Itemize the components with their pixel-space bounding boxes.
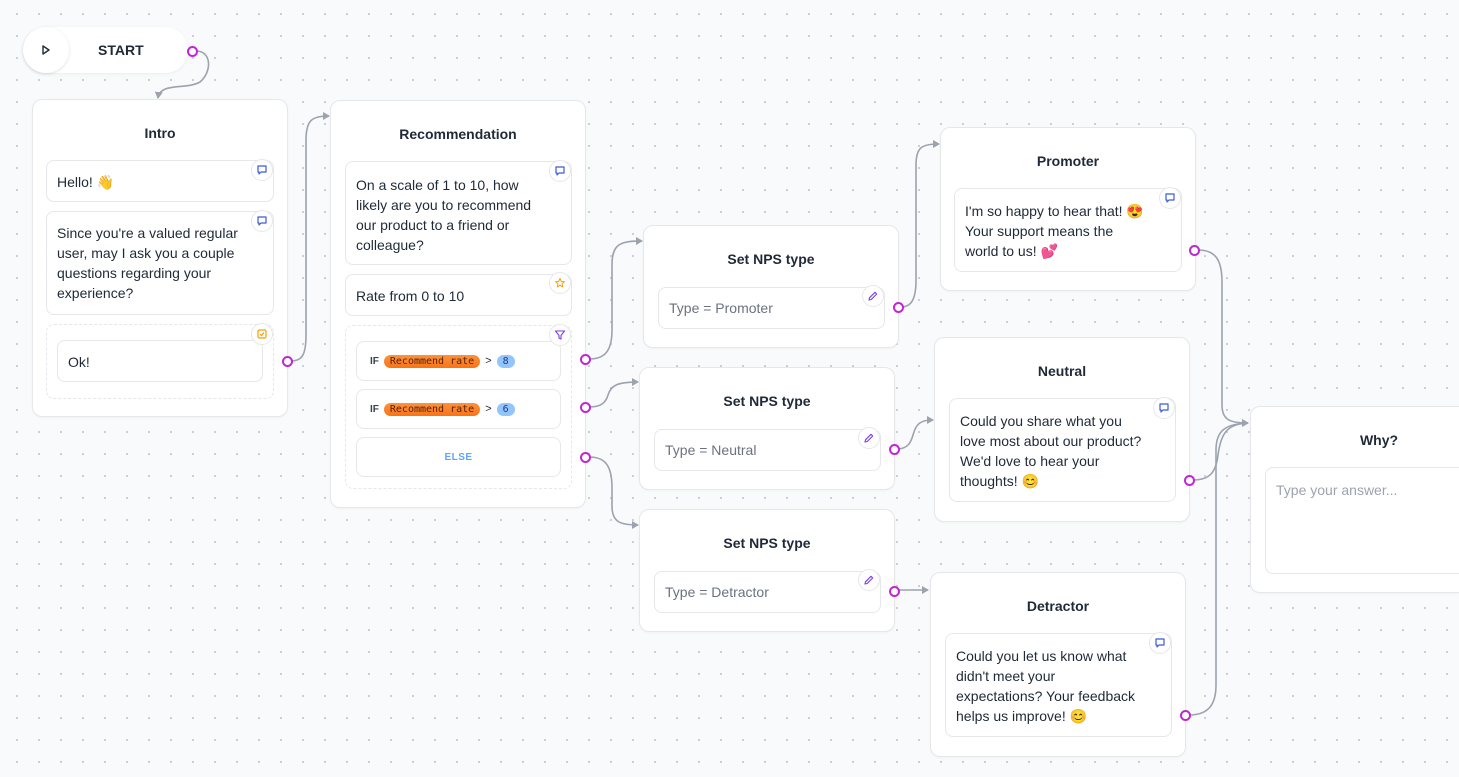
why-title: Why? [1359,432,1399,448]
set-variable-detractor[interactable]: Type = Detractor [654,571,881,613]
intro-text-bubble-question[interactable]: Since you're a valued regular user, may … [46,211,274,315]
edge-promoter-why [1197,249,1249,427]
edge-cond1-promoter-set [588,237,643,360]
neutral-title: Neutral [1037,363,1087,379]
condition-keyword: IF [370,355,379,367]
set-nps-title: Set NPS type [723,535,811,551]
edge-promoter-set-promoter [900,140,940,308]
start-node[interactable]: START [23,27,188,73]
neutral-group[interactable]: Neutral Could you share what you love mo… [934,337,1190,522]
star-icon [549,272,571,294]
pencil-icon [858,569,880,591]
condition-1-output-port[interactable] [580,354,591,365]
neutral-text-bubble[interactable]: Could you share what you love most about… [949,398,1176,502]
recommendation-condition-container [345,325,572,489]
message-icon [251,159,273,181]
condition-operator: > [485,355,492,367]
detractor-title: Detractor [1026,598,1090,614]
intro-choice-container [46,324,274,399]
promoter-group[interactable]: Promoter I'm so happy to hear that! 😍 Yo… [940,127,1196,291]
pencil-icon [858,427,880,449]
start-output-port[interactable] [187,46,198,57]
condition-recommend-gt-8[interactable]: IF Recommend rate > 8 [356,341,561,381]
detractor-group[interactable]: Detractor Could you let us know what did… [930,572,1186,757]
condition-recommend-gt-6[interactable]: IF Recommend rate > 6 [356,389,561,429]
condition-else[interactable]: ELSE [356,437,561,477]
edge-intro-recommendation [290,112,330,362]
message-icon [1159,187,1181,209]
promoter-text-bubble[interactable]: I'm so happy to hear that! 😍 Your suppor… [954,188,1182,272]
edge-neutral-set-neutral [896,416,934,450]
set-variable-neutral[interactable]: Type = Neutral [654,429,881,471]
variable-pill: Recommend rate [383,354,481,368]
recommendation-question-bubble[interactable]: On a scale of 1 to 10, how likely are yo… [345,161,572,265]
promoter-output-port[interactable] [1189,245,1200,256]
start-label: START [98,42,144,58]
message-icon [1153,397,1175,419]
neutral-output-port[interactable] [1184,475,1195,486]
set-nps-neutral-output-port[interactable] [889,444,900,455]
detractor-text-bubble[interactable]: Could you let us know what didn't meet y… [945,633,1172,737]
intro-group[interactable]: Intro Hello! 👋 Since you're a valued reg… [32,99,288,417]
why-group[interactable]: Why? Type your answer... [1250,406,1459,593]
else-output-port[interactable] [580,452,591,463]
pencil-icon [862,285,884,307]
edge-else-detractor-set [588,456,639,529]
set-nps-detractor-output-port[interactable] [889,586,900,597]
set-nps-detractor-group[interactable]: Set NPS type Type = Detractor [639,509,895,632]
set-nps-title: Set NPS type [727,251,815,267]
checkbox-icon [251,323,273,345]
message-icon [251,210,273,232]
play-icon[interactable] [23,27,69,73]
set-nps-neutral-group[interactable]: Set NPS type Type = Neutral [639,367,895,490]
value-pill: 6 [496,402,515,416]
why-answer-input[interactable]: Type your answer... [1265,467,1459,574]
condition-operator: > [485,403,492,415]
condition-2-output-port[interactable] [580,402,591,413]
edge-cond2-neutral-set [588,378,639,408]
message-icon [1149,632,1171,654]
edge-neutral-why [1192,422,1249,481]
filter-icon [549,324,571,346]
message-icon [549,160,571,182]
set-nps-title: Set NPS type [723,393,811,409]
set-nps-promoter-output-port[interactable] [893,302,904,313]
intro-output-port[interactable] [282,356,293,367]
promoter-title: Promoter [1036,153,1100,169]
intro-choice-ok[interactable]: Ok! [57,340,263,382]
intro-text-bubble-hello[interactable]: Hello! 👋 [46,160,274,202]
intro-title: Intro [144,125,176,141]
set-nps-promoter-group[interactable]: Set NPS type Type = Promoter [643,225,899,348]
detractor-output-port[interactable] [1180,710,1191,721]
set-variable-promoter[interactable]: Type = Promoter [658,287,885,329]
recommendation-title: Recommendation [399,126,517,142]
condition-keyword: IF [370,403,379,415]
variable-pill: Recommend rate [383,402,481,416]
recommendation-group[interactable]: Recommendation On a scale of 1 to 10, ho… [330,100,586,508]
value-pill: 8 [496,354,515,368]
recommendation-rating-input[interactable]: Rate from 0 to 10 [345,274,572,316]
edge-detractor-why [1188,422,1249,716]
